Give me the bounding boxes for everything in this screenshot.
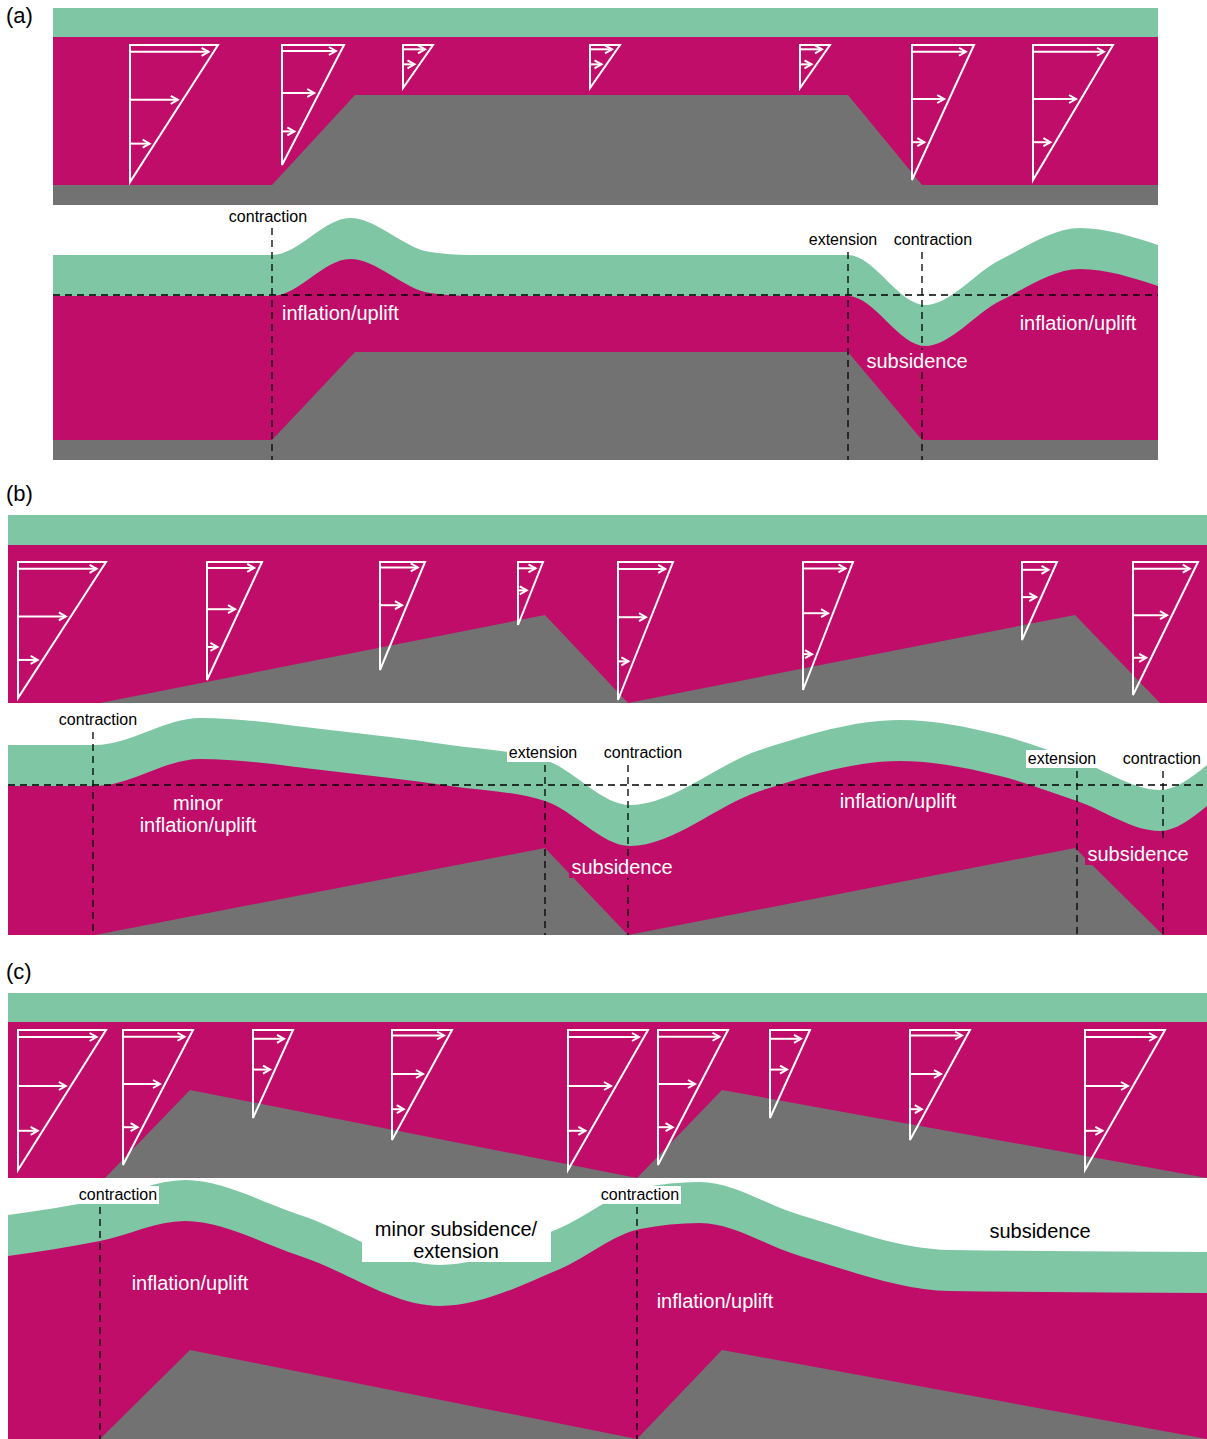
reference-line xyxy=(99,1207,100,1439)
annotation-label: extension xyxy=(507,744,580,762)
reference-line xyxy=(92,732,93,935)
reference-line xyxy=(271,228,272,460)
brittle-lid xyxy=(8,515,1207,545)
basement xyxy=(637,1090,1207,1178)
velocity-profile xyxy=(1085,1030,1165,1170)
velocity-profile xyxy=(770,1030,810,1118)
velocity-profile xyxy=(130,45,218,182)
brittle-lid xyxy=(8,993,1207,1022)
reference-line xyxy=(544,765,545,935)
basement xyxy=(628,615,1160,703)
velocity-profile xyxy=(18,1030,106,1170)
viscous-layer xyxy=(8,758,1207,935)
annotation-label: subsidence xyxy=(1085,843,1190,865)
viscous-layer xyxy=(8,545,1207,703)
brittle-lid xyxy=(53,218,1158,346)
annotation-label: extension xyxy=(807,231,880,249)
velocity-profile xyxy=(618,562,673,700)
velocity-profile xyxy=(403,45,433,88)
annotation-label: minor inflation/uplift xyxy=(111,792,285,836)
reference-line xyxy=(636,1207,637,1439)
velocity-profile xyxy=(803,562,853,690)
viscous-layer xyxy=(53,37,1158,205)
reference-line xyxy=(1076,771,1077,935)
basement xyxy=(637,1350,1207,1439)
reference-line xyxy=(847,252,848,460)
velocity-profile xyxy=(1133,562,1198,695)
annotation-label: contraction xyxy=(599,1186,681,1204)
velocity-profile xyxy=(1033,45,1113,180)
velocity-profile xyxy=(18,562,106,698)
velocity-profile xyxy=(518,562,543,625)
basement xyxy=(100,615,628,703)
velocity-profile xyxy=(253,1030,293,1118)
reference-line xyxy=(627,765,628,935)
annotation-label: contraction xyxy=(892,231,974,249)
velocity-profile xyxy=(910,1030,970,1140)
annotation-label: extension xyxy=(1026,750,1099,768)
brittle-lid xyxy=(53,8,1158,37)
velocity-profile xyxy=(380,562,425,670)
basement xyxy=(105,1090,637,1178)
velocity-profile xyxy=(392,1030,452,1140)
panel-label: (a) xyxy=(6,4,33,28)
panel-label: (c) xyxy=(6,960,32,984)
annotation-label: minor subsidence/ extension xyxy=(362,1218,551,1262)
basement xyxy=(95,848,628,935)
velocity-profile xyxy=(207,562,262,680)
annotation-label: inflation/uplift xyxy=(838,790,959,812)
annotation-label: contraction xyxy=(77,1186,159,1204)
velocity-profile xyxy=(123,1030,193,1165)
annotation-label: subsidence xyxy=(569,856,674,878)
basement xyxy=(628,848,1163,935)
annotation-label: contraction xyxy=(57,711,139,729)
basement xyxy=(53,95,1158,205)
velocity-profile xyxy=(1022,562,1057,640)
annotation-label: inflation/uplift xyxy=(655,1290,776,1312)
brittle-lid xyxy=(8,1180,1207,1306)
viscous-layer xyxy=(8,1022,1207,1178)
velocity-profile xyxy=(568,1030,648,1170)
annotation-label: inflation/uplift xyxy=(1018,312,1139,334)
panel-label: (b) xyxy=(6,482,33,506)
annotation-label: contraction xyxy=(227,208,309,226)
velocity-profile xyxy=(658,1030,728,1165)
annotation-label: subsidence xyxy=(864,350,969,372)
basement xyxy=(100,1350,637,1439)
annotation-label: inflation/uplift xyxy=(280,302,401,324)
annotation-label: inflation/uplift xyxy=(130,1272,251,1294)
velocity-profile xyxy=(912,45,974,180)
velocity-profile xyxy=(282,45,344,165)
brittle-lid xyxy=(8,718,1207,846)
annotation-label: subsidence xyxy=(987,1220,1092,1242)
reference-line xyxy=(53,294,1158,295)
velocity-profile xyxy=(800,45,830,88)
reference-line xyxy=(8,784,1207,785)
annotation-label: contraction xyxy=(602,744,684,762)
velocity-profile xyxy=(590,45,620,88)
basement xyxy=(53,352,1158,460)
annotation-label: contraction xyxy=(1121,750,1203,768)
